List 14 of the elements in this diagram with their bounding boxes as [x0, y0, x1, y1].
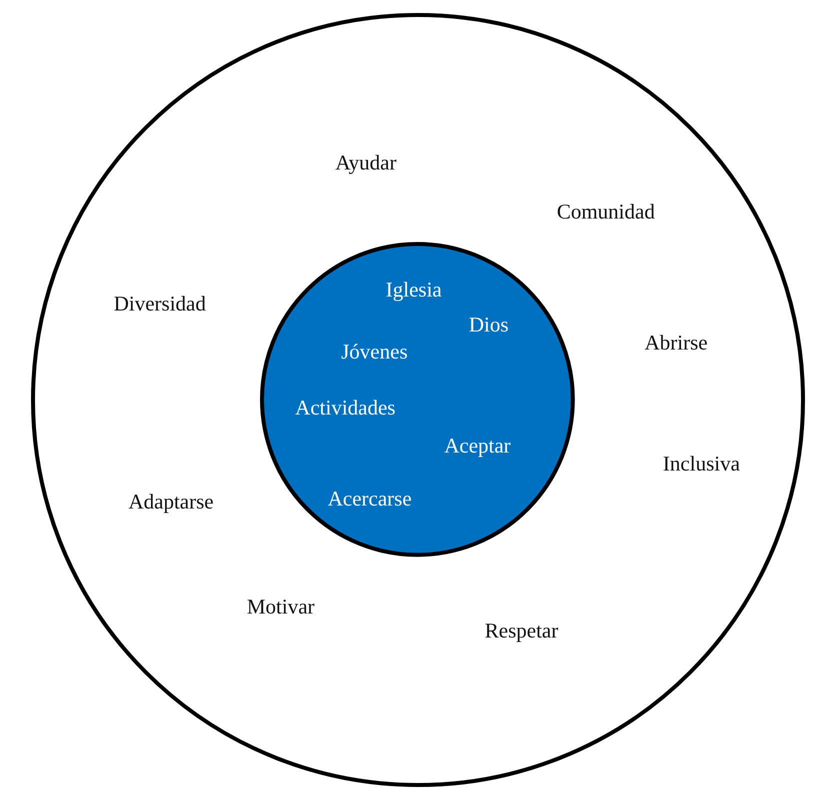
- word-label: Acercarse: [328, 487, 412, 510]
- word-label: Respetar: [484, 619, 558, 642]
- word-label: Dios: [468, 314, 509, 337]
- word-label: Abrirse: [644, 332, 708, 355]
- word-label: Diversidad: [114, 292, 206, 316]
- word-label: Comunidad: [556, 200, 655, 224]
- word-label: Ayudar: [335, 152, 396, 175]
- word-label: Jóvenes: [341, 340, 408, 364]
- word-label: Actividades: [295, 396, 396, 420]
- word-label: Adaptarse: [128, 490, 214, 514]
- word-label: Motivar: [246, 595, 315, 618]
- word-label: Inclusiva: [662, 452, 740, 476]
- word-label: Iglesia: [386, 278, 442, 302]
- word-label: Aceptar: [444, 434, 511, 458]
